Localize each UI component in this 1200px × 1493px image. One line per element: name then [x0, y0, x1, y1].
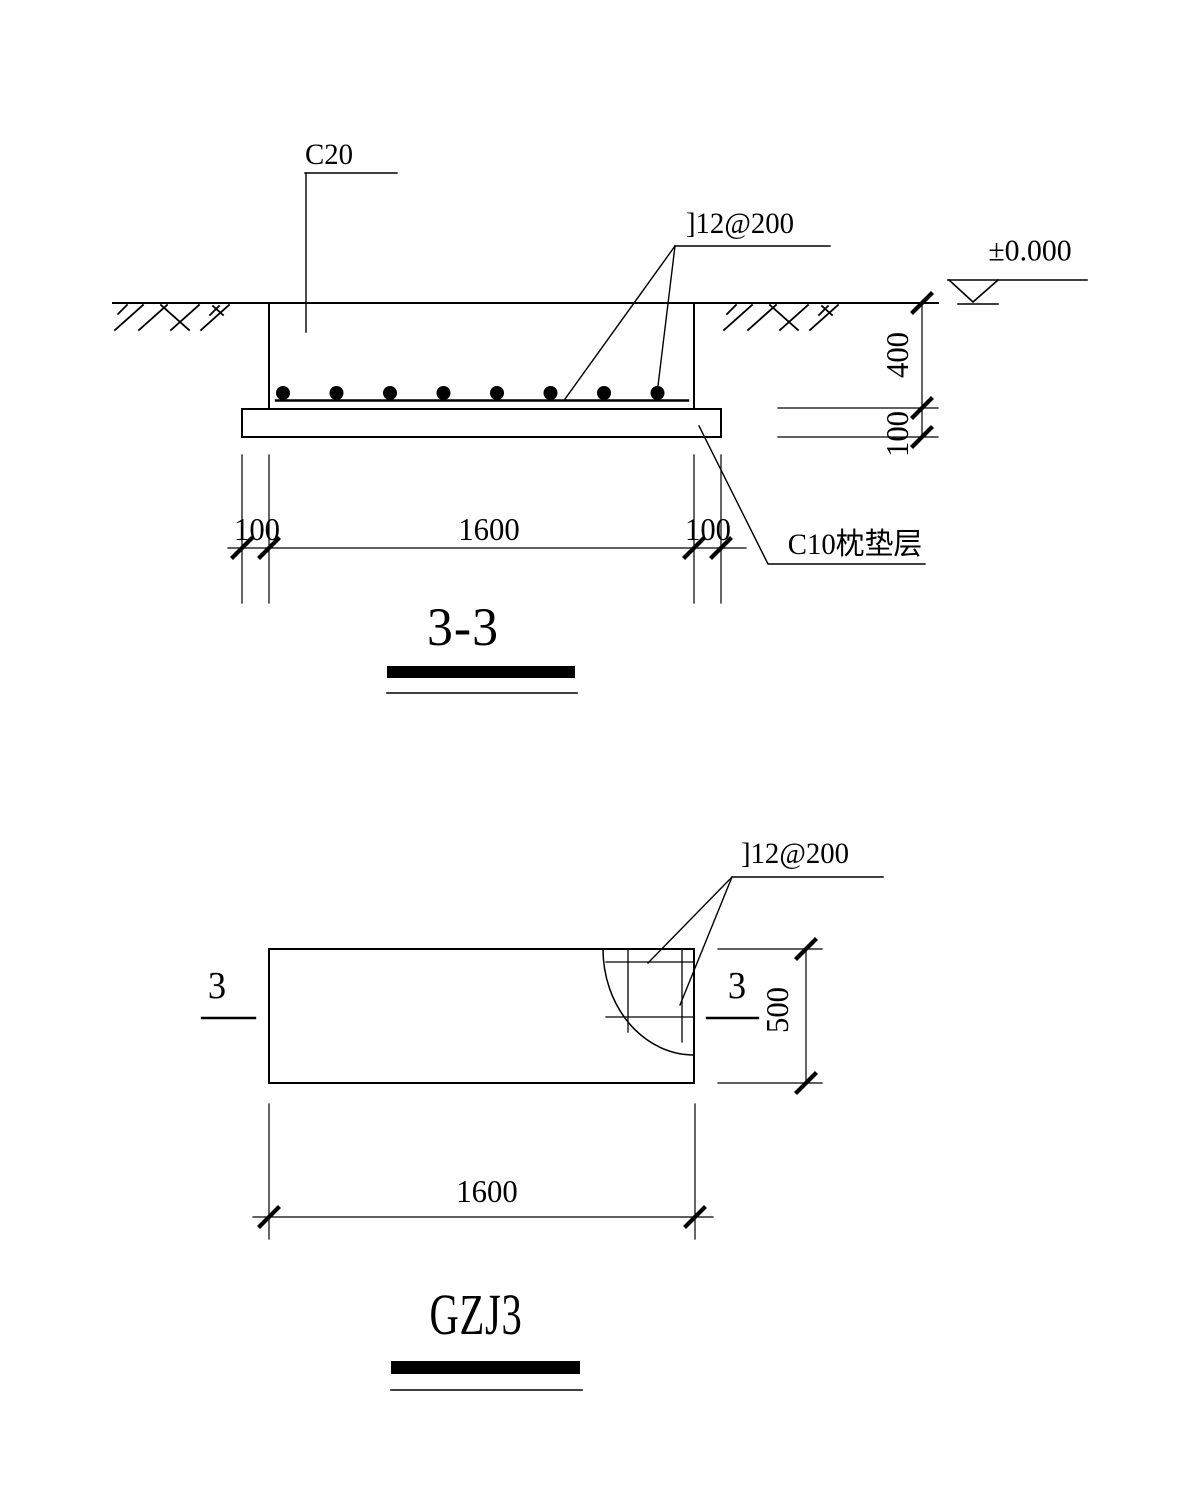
- ground-hatch-left: [114, 304, 230, 331]
- rebar-dots: [276, 386, 665, 400]
- dim-plan-height-500: 500: [759, 986, 795, 1034]
- dim-cushion-100: 100: [879, 410, 915, 458]
- dim-left-overhang-100: 100: [233, 511, 281, 547]
- cushion-leader: [698, 425, 926, 565]
- rebar-mesh: [605, 948, 695, 1043]
- section-view: [112, 172, 1088, 694]
- dim-right-overhang-100: 100: [684, 511, 732, 547]
- dim-plan-width-1600: 1600: [456, 1173, 518, 1209]
- level-symbol: [947, 278, 1088, 305]
- level-label: ±0.000: [988, 232, 1072, 268]
- section-rebar-leader: [564, 245, 831, 400]
- plan-title-bar: [391, 1361, 580, 1374]
- dim-section-width-1600: 1600: [458, 511, 520, 547]
- ground-hatch-right: [723, 304, 839, 331]
- section-title: 3-3: [427, 597, 499, 657]
- plan-title: GZJ3: [429, 1282, 523, 1347]
- section-title-bar: [387, 666, 575, 678]
- section-mark-right-number: 3: [727, 965, 747, 1007]
- footing-outline: [268, 948, 695, 1084]
- section-rebar-label: ]12@200: [685, 207, 795, 240]
- plan-rebar-label: ]12@200: [740, 837, 850, 870]
- section-width-dimension: [227, 454, 747, 604]
- section-depth-dimension: [777, 302, 939, 438]
- plan-rebar-leader: [647, 876, 884, 1006]
- plan-width-dimension: [252, 1103, 714, 1240]
- concrete-grade-label: C20: [304, 138, 354, 171]
- dim-depth-400: 400: [879, 331, 915, 379]
- plan-view: [200, 876, 884, 1391]
- rebar-break-arc: [602, 948, 695, 1056]
- cushion-slab: [241, 408, 722, 438]
- concrete-leader: [304, 172, 398, 333]
- cushion-layer-label: C10枕垫层: [787, 528, 923, 561]
- section-mark-left-number: 3: [207, 965, 227, 1007]
